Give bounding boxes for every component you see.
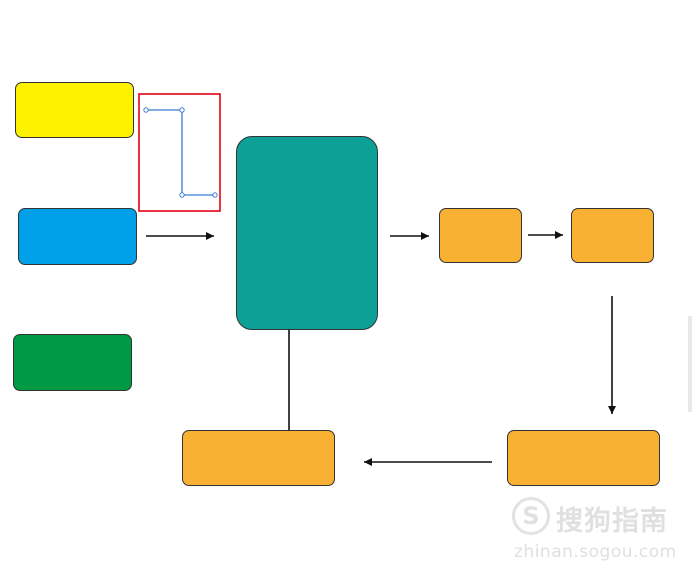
orange-box-step-3[interactable] xyxy=(507,430,660,486)
watermark-url: zhinan.sogou.com xyxy=(514,542,677,562)
anchor-point[interactable] xyxy=(179,192,185,198)
blue-input-box[interactable] xyxy=(18,208,137,265)
sogou-logo-icon: S xyxy=(512,497,550,535)
central-teal-block[interactable] xyxy=(236,136,378,330)
anchor-point[interactable] xyxy=(143,107,149,113)
watermark-text: 搜狗指南 xyxy=(556,506,668,537)
yellow-swatch-box[interactable] xyxy=(15,82,134,138)
anchor-point[interactable] xyxy=(179,107,185,113)
anchor-point[interactable] xyxy=(212,192,218,198)
selection-box[interactable] xyxy=(138,93,221,212)
orange-box-step-2[interactable] xyxy=(571,208,654,263)
edge-scroll-mark xyxy=(688,316,692,412)
orange-box-step-1[interactable] xyxy=(439,208,522,263)
green-swatch-box[interactable] xyxy=(13,334,132,391)
selected-elbow-path[interactable] xyxy=(146,109,215,196)
orange-box-step-4[interactable] xyxy=(182,430,335,486)
